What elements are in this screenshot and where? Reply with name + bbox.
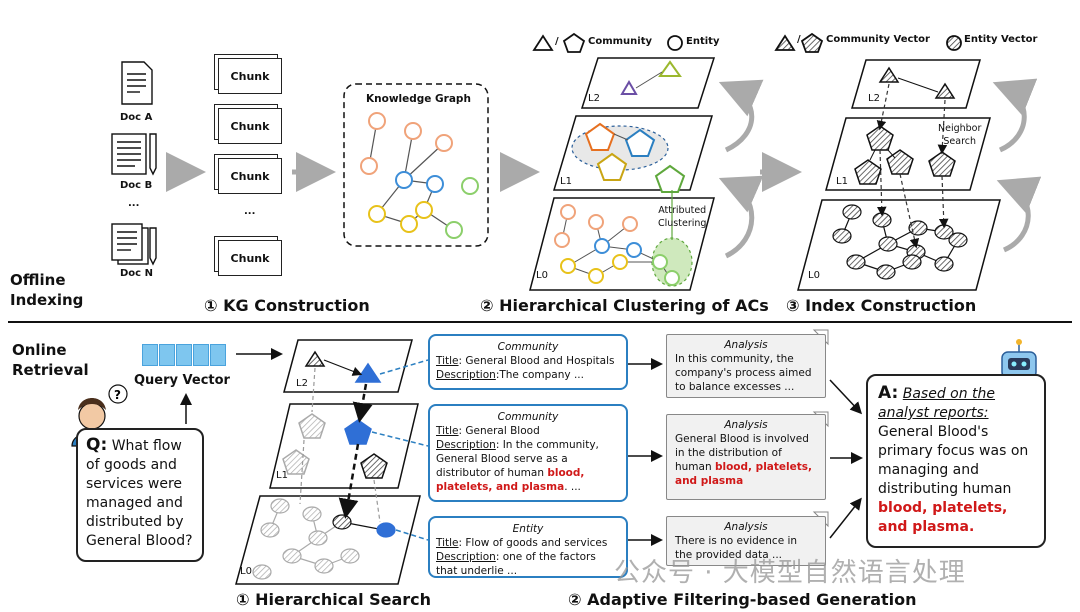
legend-slash-1: / [555, 36, 559, 47]
community-card-2: Community Title: General Blood Descripti… [428, 404, 628, 502]
analysis-text: General Blood is involved in the distrib… [675, 433, 809, 473]
card-type: Entity [512, 523, 544, 535]
chunk-n: Chunk [218, 240, 282, 276]
analysis-1: Analysis In this community, the company'… [666, 334, 826, 398]
entity-card: Entity Title: Flow of goods and services… [428, 516, 628, 578]
chunk-3: Chunk [218, 158, 282, 194]
analysis-text: In this community, the company's process… [675, 353, 812, 393]
doc-n-label: Doc N [120, 268, 153, 279]
card-desc-key: Description [436, 551, 496, 563]
index-l1 [854, 125, 956, 185]
analysis-2: Analysis General Blood is involved in th… [666, 414, 826, 500]
legend-community-vector-label: Community Vector [826, 34, 930, 45]
cluster-l0: L0 [536, 270, 548, 281]
kg-graph [360, 112, 479, 239]
search-l1-label: L1 [276, 470, 288, 481]
svg-text:?: ? [114, 388, 121, 402]
kg-box [343, 83, 489, 247]
card-desc: : In the community, General Blood serve … [436, 439, 599, 479]
step-hierarchical-clustering: ② Hierarchical Clustering of ACs [480, 296, 769, 315]
card-desc: : one of the factors that underlie ... [436, 551, 596, 577]
chunk-ellipsis: ... [244, 206, 256, 217]
card-title-key: Title [436, 537, 459, 549]
index-l0 [832, 204, 968, 280]
card-title: : General Blood and Hospitals [458, 355, 615, 367]
doc-b-label: Doc B [120, 180, 153, 191]
card-desc: :The company ... [495, 369, 584, 381]
card-type: Community [497, 341, 559, 353]
l1-communities [584, 122, 686, 193]
card-title: : Flow of goods and services [458, 537, 608, 549]
card-title-key: Title [436, 355, 459, 367]
l0-graph [554, 204, 680, 286]
search-l2 [304, 350, 382, 383]
chunk-1: Chunk [218, 58, 282, 94]
kg-title: Knowledge Graph [366, 93, 471, 105]
watermark: 公众号 · 大模型自然语言处理 [614, 558, 966, 588]
answer-box: A: Based on the analyst reports: General… [866, 374, 1046, 548]
card-title: : General Blood [458, 425, 540, 437]
legend-community-icons [532, 32, 683, 53]
answer-text: General Blood's primary focus was on man… [878, 424, 1029, 497]
question-prefix: Q: [86, 435, 108, 455]
legend-slash-2: / [797, 34, 801, 45]
index-l0-label: L0 [808, 270, 820, 281]
chunk-2: Chunk [218, 108, 282, 144]
doc-a-label: Doc A [120, 112, 153, 123]
online-retrieval-label: Online Retrieval [12, 341, 89, 379]
query-vector-label: Query Vector [134, 373, 230, 388]
step-kg-construction: ① KG Construction [204, 296, 370, 315]
question-text: What flow of goods and services were man… [86, 438, 193, 549]
card-title-key: Title [436, 425, 459, 437]
analysis-3: Analysis There is no evidence in the pro… [666, 516, 826, 566]
doc-b-icon [111, 133, 157, 176]
index-l1-label: L1 [836, 176, 848, 187]
cluster-l2: L2 [588, 93, 600, 104]
step-index-construction: ③ Index Construction [786, 296, 977, 315]
answer-intro: Based on the analyst reports: [878, 386, 996, 421]
doc-ellipsis: ... [128, 198, 140, 209]
analysis-title: Analysis [724, 339, 768, 351]
search-l0 [252, 498, 396, 580]
step-hierarchical-search: ① Hierarchical Search [236, 590, 432, 609]
l2-communities [620, 60, 682, 95]
offline-indexing-label: Offline Indexing [10, 271, 84, 309]
legend-vector-icons [774, 32, 962, 53]
search-l2-label: L2 [296, 378, 308, 389]
card-type: Community [497, 411, 559, 423]
index-l2-label: L2 [868, 93, 880, 104]
card-desc-key: Description [436, 369, 496, 381]
legend-entity-label: Entity [686, 36, 720, 47]
search-l0-label: L0 [240, 566, 252, 577]
analysis-title: Analysis [724, 419, 768, 431]
doc-a-icon [121, 61, 153, 105]
index-planes [797, 59, 1001, 291]
analysis-highlight: blood, platelets, and plasma [675, 461, 812, 487]
analysis-text: There is no evidence in the provided dat… [675, 535, 798, 561]
attributed-clustering-label: Attributed Clustering [658, 205, 707, 229]
question-box: Q: What flow of goods and services were … [76, 428, 204, 562]
neighbor-search-label: Neighbor Search [938, 123, 982, 147]
legend-entity-vector-label: Entity Vector [964, 34, 1038, 45]
search-planes [235, 339, 421, 585]
cluster-l1: L1 [560, 176, 572, 187]
answer-highlight: blood, platelets, and plasma. [878, 500, 1008, 535]
index-l2 [878, 66, 956, 99]
answer-prefix: A: [878, 383, 899, 403]
card-desc-tail: . ... [564, 481, 581, 493]
community-card-1: Community Title: General Blood and Hospi… [428, 334, 628, 390]
step-adaptive-filtering: ② Adaptive Filtering-based Generation [568, 590, 917, 609]
analysis-title: Analysis [724, 521, 768, 533]
legend-community-label: Community [588, 36, 653, 47]
doc-n-icon [111, 223, 157, 266]
card-desc-highlight: blood, platelets, and plasma [436, 467, 585, 493]
card-desc-key: Description [436, 439, 496, 451]
